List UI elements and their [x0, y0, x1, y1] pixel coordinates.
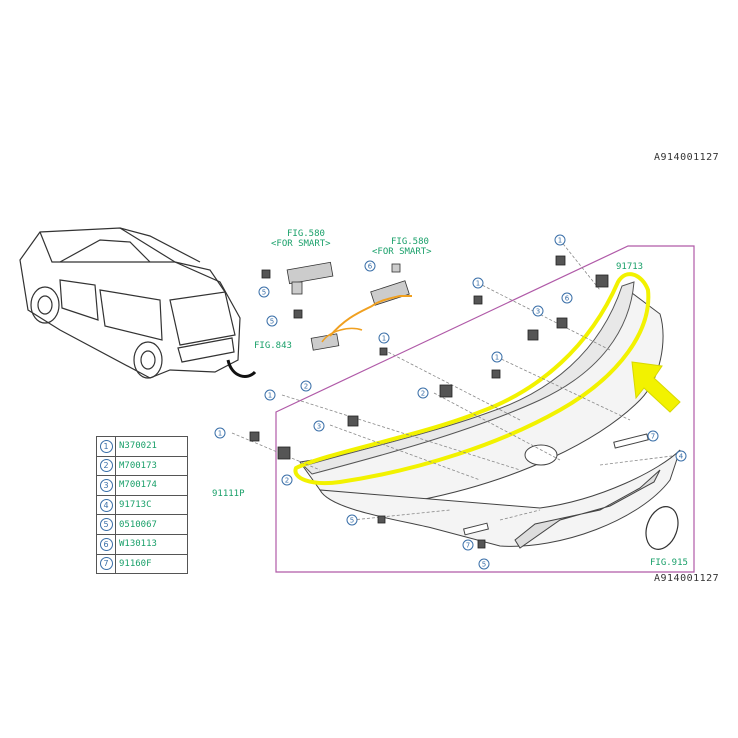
- legend-row[interactable]: 6 W130113: [97, 534, 187, 555]
- marker-number: 5: [262, 289, 266, 297]
- marker-number: 1: [268, 392, 272, 400]
- wiring-harness: [329, 295, 412, 337]
- ref-code-bottom: A914001127: [654, 573, 719, 584]
- marker-number: 5: [482, 561, 486, 569]
- callout-part-91111p[interactable]: 91111P: [212, 489, 245, 499]
- marker-circle: 1: [472, 277, 484, 289]
- marker-number: 1: [218, 430, 222, 438]
- marker-number: 2: [304, 383, 308, 391]
- legend-index-cell: 6: [97, 534, 116, 554]
- callout-fig843[interactable]: FIG.843: [254, 341, 292, 351]
- marker-number: 4: [679, 453, 684, 461]
- legend-part-number: 91160F: [119, 558, 152, 569]
- marker-number: 7: [651, 433, 655, 441]
- spoiler-strip: [303, 281, 635, 475]
- marker-circle: 6: [561, 292, 573, 304]
- marker-circle: 3: [313, 420, 325, 432]
- smart-modules: [286, 261, 410, 351]
- legend-row[interactable]: 4 91713C: [97, 495, 187, 516]
- marker-circle: 7: [647, 430, 659, 442]
- legend-index: 7: [99, 557, 113, 571]
- marker-number: 1: [495, 354, 499, 362]
- marker-circle: 1: [491, 351, 503, 363]
- legend-row[interactable]: 1 N370021: [97, 437, 187, 457]
- marker-number: 3: [536, 308, 540, 316]
- legend-index-cell: 5: [97, 515, 116, 534]
- marker-number: 5: [270, 318, 274, 326]
- legend-row[interactable]: 3 M700174: [97, 476, 187, 496]
- marker-number: 7: [466, 542, 470, 550]
- callout-for-smart-left: <FOR SMART>: [271, 239, 331, 249]
- legend-index-cell: 2: [97, 456, 116, 476]
- marker-circle: 2: [417, 387, 429, 399]
- ref-code-top: A914001127: [654, 152, 719, 163]
- marker-circle: 1: [554, 234, 566, 246]
- legend-part-number: M700173: [119, 460, 157, 471]
- legend-part-number: 0510067: [119, 519, 157, 530]
- highlight-arrow: [631, 361, 681, 413]
- emblem: [645, 506, 679, 550]
- legend-part-number: N370021: [119, 441, 157, 452]
- legend-part-number: 91713C: [119, 500, 152, 511]
- legend-index: 1: [99, 439, 113, 453]
- legend-index: 4: [99, 498, 113, 512]
- marker-number: 6: [565, 295, 570, 303]
- assembly-frame: [275, 245, 695, 573]
- legend-index-cell: 3: [97, 476, 116, 495]
- callout-fig915[interactable]: FIG.915: [650, 558, 688, 568]
- marker-number: 5: [350, 517, 354, 525]
- callout-fig580-right[interactable]: FIG.580: [391, 237, 429, 247]
- marker-circle: 5: [478, 558, 490, 570]
- marker-circle: 2: [281, 474, 293, 486]
- legend-index-cell: 4: [97, 495, 116, 515]
- callout-for-smart-right: <FOR SMART>: [372, 247, 432, 257]
- legend-row[interactable]: 2 M700173: [97, 456, 187, 477]
- legend-row[interactable]: 5 0510067: [97, 515, 187, 535]
- legend-index: 3: [99, 478, 113, 492]
- marker-number: 1: [558, 237, 562, 245]
- legend-index-cell: 7: [97, 554, 116, 574]
- vehicle-sketch: [19, 227, 257, 379]
- legend-index-cell: 1: [97, 437, 116, 456]
- parts-legend-table: 1 N370021 2 M700173 3 M700174 4 91713C 5…: [96, 436, 188, 575]
- legend-index: 6: [99, 537, 113, 551]
- wiring-harness-lower: [321, 327, 363, 343]
- marker-group: 1 1 1 1 1 1 2 2 2 3 3 3 4 5 5 5 5 6 6 7 …: [214, 234, 687, 570]
- marker-circle: 1: [264, 389, 276, 401]
- marker-circle: 5: [266, 315, 278, 327]
- marker-number: 2: [421, 390, 425, 398]
- marker-circle: 1: [214, 427, 226, 439]
- marker-circle: 3: [532, 305, 544, 317]
- highlight-outline: [293, 272, 651, 485]
- marker-number: 6: [368, 263, 373, 271]
- callout-fig580-left[interactable]: FIG.580: [287, 229, 325, 239]
- fasteners: [249, 255, 609, 549]
- marker-circle: 4: [675, 450, 687, 462]
- callout-part-91713[interactable]: 91713: [616, 262, 643, 272]
- marker-number: 1: [476, 280, 480, 288]
- marker-circle: 7: [462, 539, 474, 551]
- marker-circle: 5: [258, 286, 270, 298]
- legend-part-number: M700174: [119, 480, 157, 491]
- marker-circle: 6: [364, 260, 376, 272]
- marker-circle: 5: [346, 514, 358, 526]
- legend-part-number: W130113: [119, 539, 157, 550]
- legend-row[interactable]: 7 91160F: [97, 554, 187, 574]
- legend-index: 5: [99, 518, 113, 532]
- marker-circle: 1: [378, 332, 390, 344]
- legend-index: 2: [99, 459, 113, 473]
- marker-number: 1: [382, 335, 386, 343]
- marker-number: 3: [317, 423, 321, 431]
- marker-circle: 2: [300, 380, 312, 392]
- marker-number: 2: [285, 477, 289, 485]
